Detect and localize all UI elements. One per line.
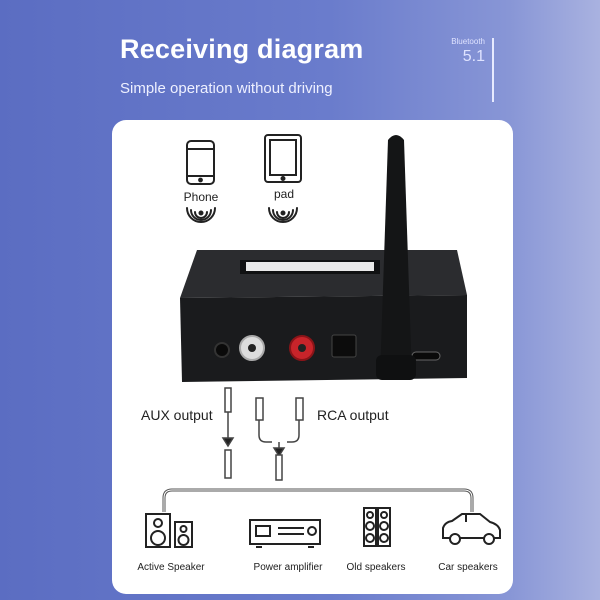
aux-cable (221, 387, 235, 479)
bluetooth-badge: Bluetooth 5.1 (451, 37, 485, 66)
dest-label-active-speaker: Active Speaker (137, 562, 205, 573)
phone-icon (186, 140, 215, 185)
power-amplifier-icon (249, 519, 321, 548)
rca-cable (255, 397, 304, 481)
diagram-card: Phone pad AUX output RCA output Active S… (112, 120, 513, 594)
dest-label-old-speakers: Old speakers (346, 562, 406, 573)
dest-label-power-amplifier: Power amplifier (253, 562, 323, 573)
rca-output-label: RCA output (317, 407, 389, 423)
page-title: Receiving diagram (120, 34, 364, 64)
bluetooth-version: 5.1 (462, 48, 485, 65)
converter-device (180, 250, 467, 382)
antenna (376, 135, 416, 380)
source-label-pad: pad (273, 187, 295, 201)
page-subtitle: Simple operation without driving (120, 80, 333, 97)
bluetooth-label: Bluetooth (451, 37, 485, 46)
distribution-line (162, 488, 474, 512)
signal-icon (186, 207, 216, 223)
signal-icon (268, 207, 298, 223)
bluetooth-divider (492, 38, 494, 102)
source-label-phone: Phone (183, 190, 219, 204)
tablet-icon (264, 134, 302, 183)
dest-label-car-speakers: Car speakers (438, 562, 498, 573)
diagram-graphics (145, 134, 501, 548)
active-speaker-icon (145, 513, 193, 548)
car-icon (442, 513, 501, 545)
aux-output-label: AUX output (141, 407, 213, 423)
old-speakers-icon (363, 507, 391, 547)
